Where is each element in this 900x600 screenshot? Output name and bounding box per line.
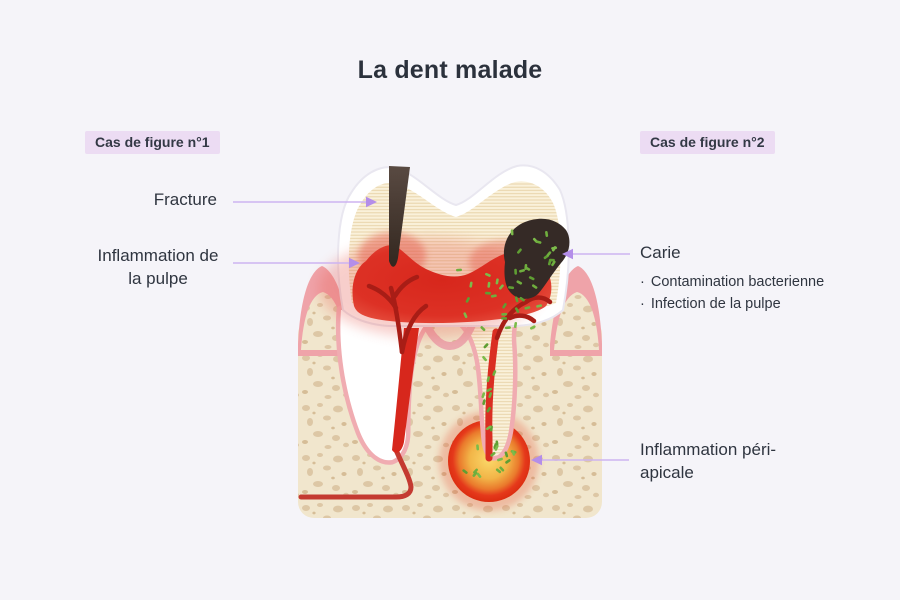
carie-arrow xyxy=(562,248,630,260)
bacteria-in-caries xyxy=(510,229,558,275)
nerve-vessel xyxy=(298,447,414,500)
bacteria-in-lesion xyxy=(462,440,517,478)
case-2-badge: Cas de figure n°2 xyxy=(640,131,775,154)
carie-bullet-1-text: Contamination bacterienne xyxy=(650,274,825,290)
carie-bullet-2-text: Infection de la pulpe xyxy=(650,296,781,313)
page-title: La dent malade xyxy=(357,56,543,84)
fracture-arrow xyxy=(233,196,377,208)
root-canal-right xyxy=(485,328,500,462)
fracture-crack xyxy=(389,166,410,267)
periapical-arrow xyxy=(531,454,629,466)
carie-bullet-1: · Contamination bacterienne xyxy=(640,271,870,293)
carie-bullet-2: · Infection de la pulpe xyxy=(640,293,870,315)
bacteria-in-canal xyxy=(481,343,497,432)
inflamed-pulp xyxy=(318,232,553,462)
carie-annotation: Carie · Contamination bacterienne · Infe… xyxy=(640,243,870,316)
case-1-badge: Cas de figure n°1 xyxy=(85,131,220,154)
fracture-label: Fracture xyxy=(153,190,217,209)
pulp-vessels xyxy=(366,274,553,355)
carie-label: Carie xyxy=(640,243,681,262)
bullet-dot: · xyxy=(640,274,645,290)
root-canal-left xyxy=(392,328,419,453)
caries-lesion xyxy=(503,218,570,299)
bacteria-in-pulp xyxy=(456,266,543,332)
pulp-inflammation-label: Inflammation de la pulpe xyxy=(97,246,219,289)
periapical-label: Inflammation péri-apicale xyxy=(640,440,777,483)
bullet-dot: · xyxy=(640,296,645,313)
pulp-inflammation-arrow xyxy=(233,257,360,269)
